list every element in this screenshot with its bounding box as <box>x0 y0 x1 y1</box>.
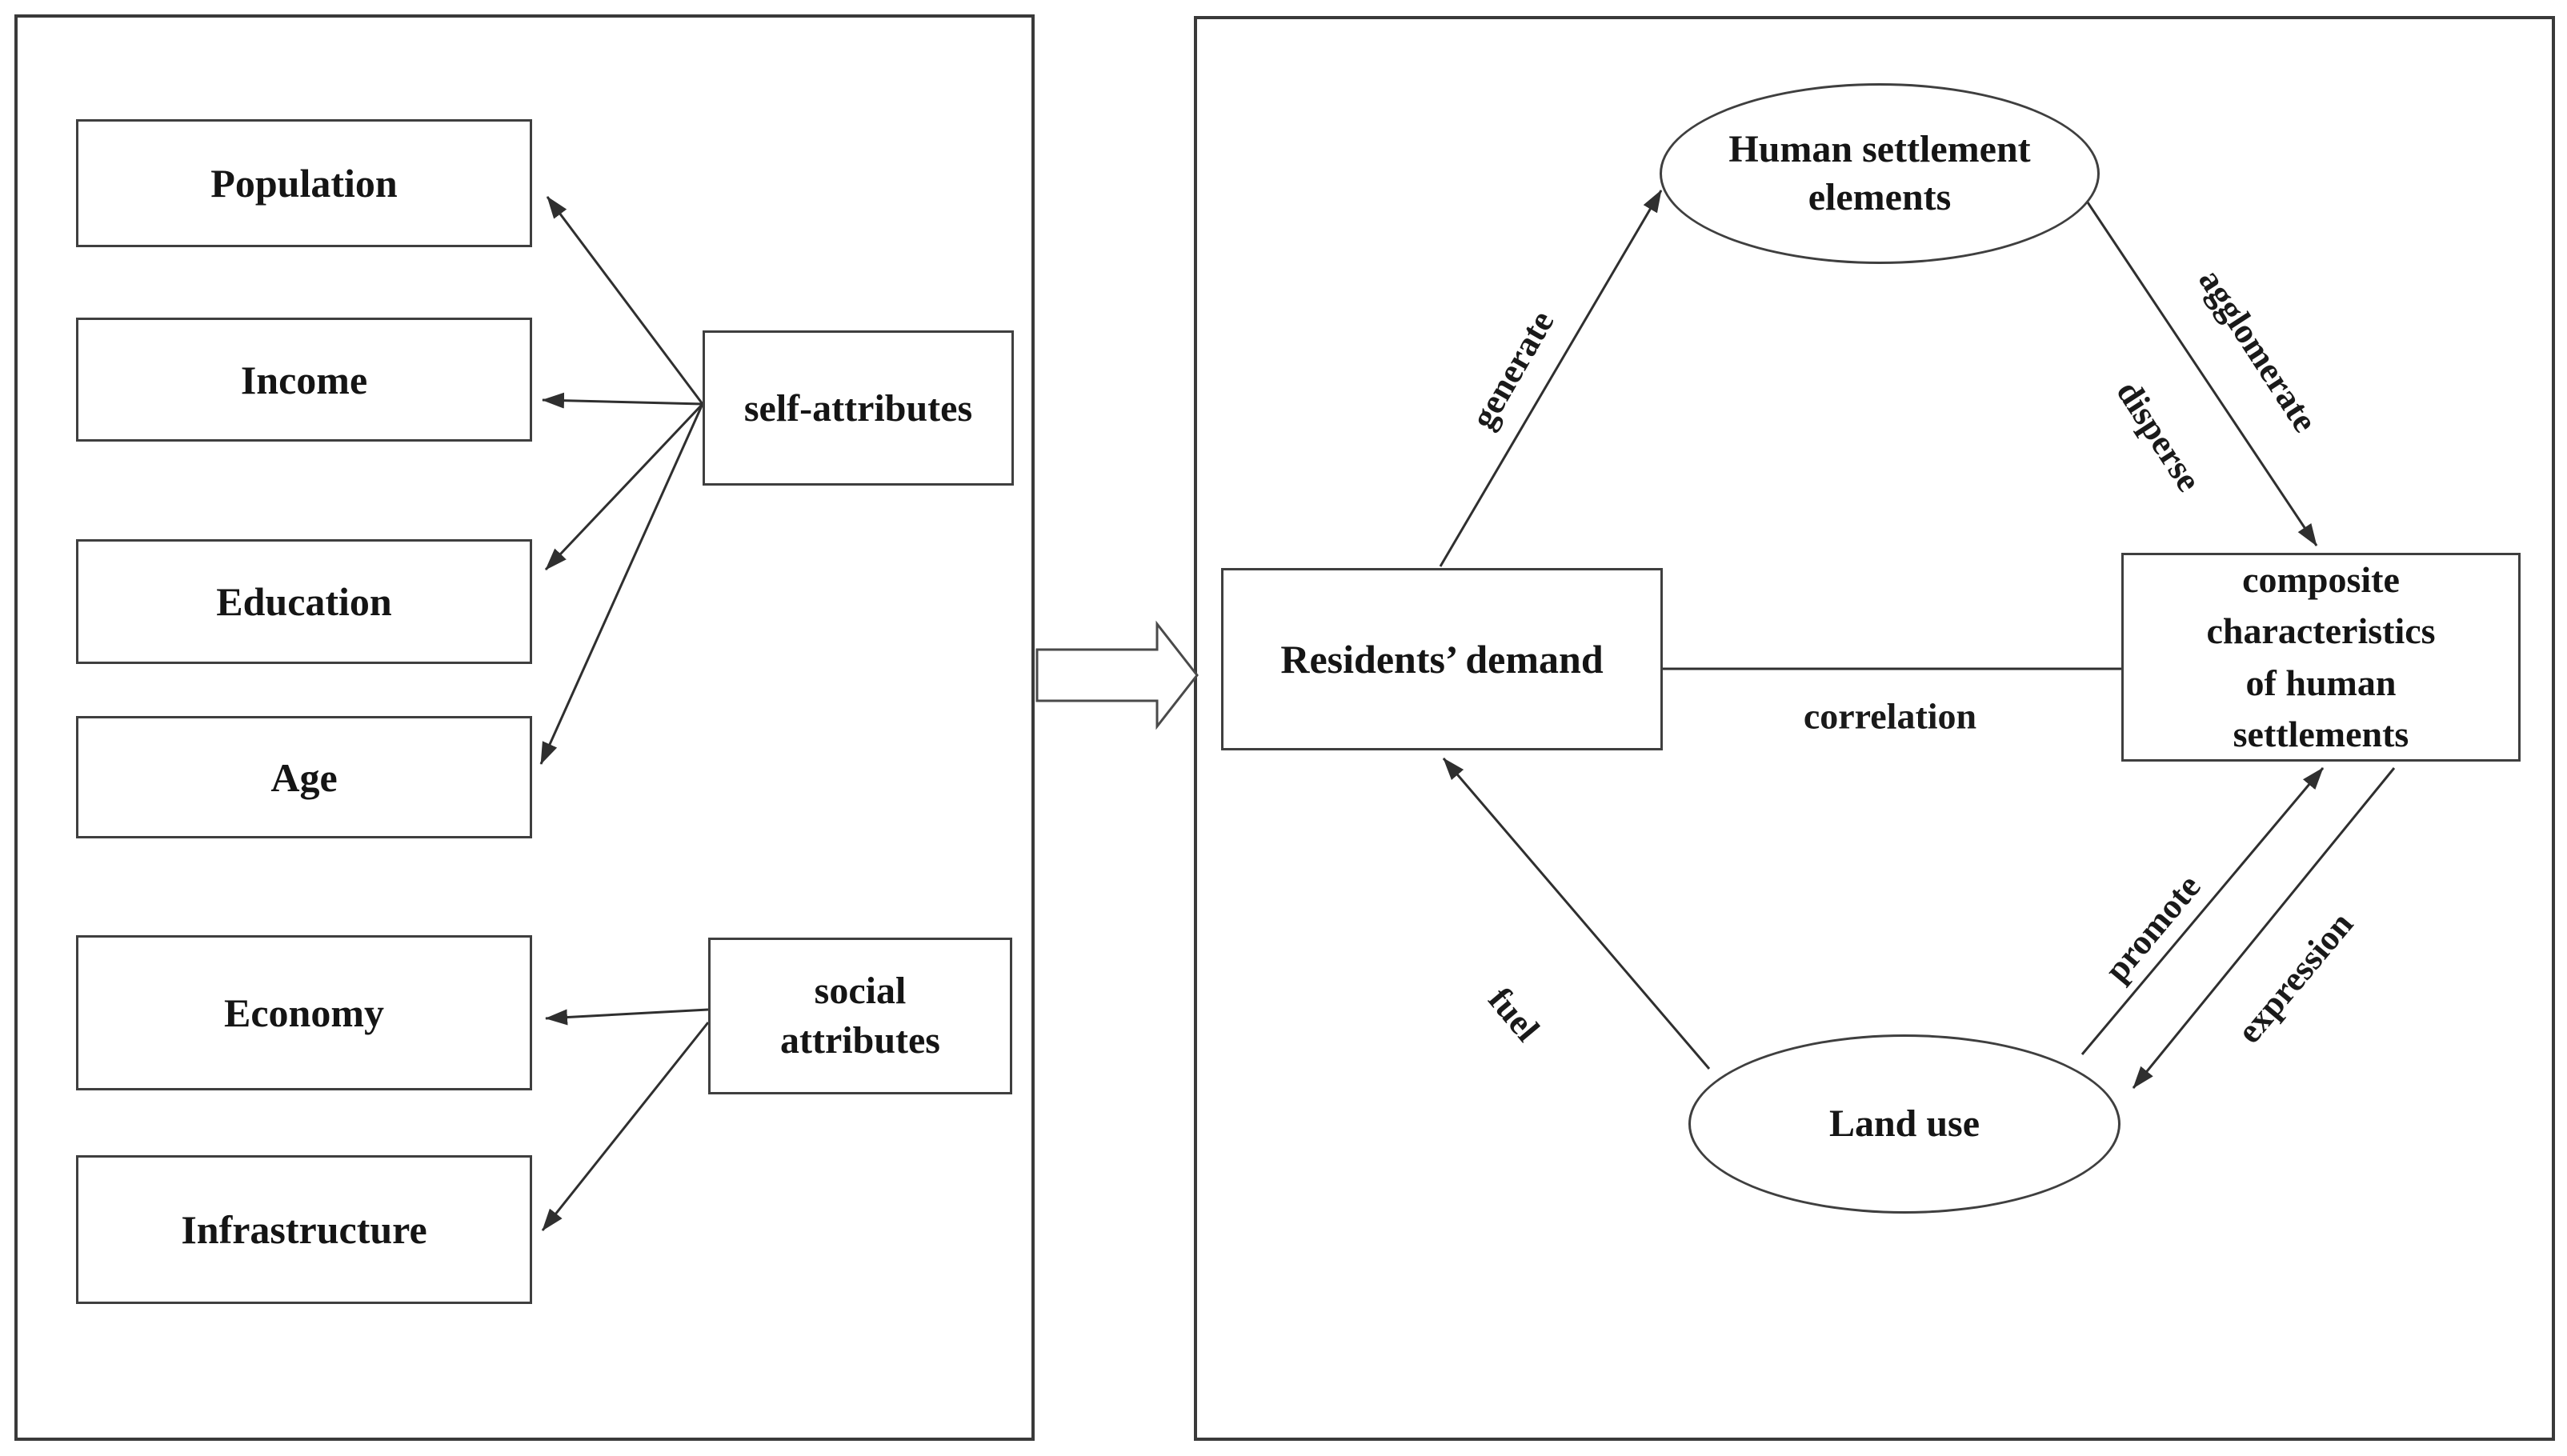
factor-box-infrastructure: Infrastructure <box>76 1155 532 1304</box>
composite-line: composite <box>2242 558 2400 600</box>
social-attributes-line: social <box>814 969 907 1012</box>
self-attributes-label: self-attributes <box>743 386 973 430</box>
social-attributes-line: attributes <box>780 1019 940 1062</box>
edge-label-correlation: correlation <box>1803 695 1977 737</box>
human-settlement-elements-node: Human settlement elements <box>1660 83 2100 264</box>
factor-box-economy: Economy <box>76 935 532 1090</box>
factor-box-population: Population <box>76 119 532 247</box>
factor-label: Education <box>216 579 392 624</box>
residents-demand-label: Residents’ demand <box>1280 637 1604 682</box>
factor-label: Population <box>210 161 398 206</box>
land-use-label: Land use <box>1828 1102 1980 1145</box>
factor-label: Income <box>240 357 368 402</box>
human-settlement-line: elements <box>1808 176 1952 218</box>
human-settlement-line: Human settlement <box>1728 128 2031 170</box>
social-attributes-box: social attributes <box>708 938 1012 1094</box>
factor-label: Age <box>270 754 338 800</box>
land-use-node: Land use <box>1688 1034 2120 1214</box>
composite-characteristics-node: composite characteristics of human settl… <box>2121 553 2521 762</box>
factor-box-education: Education <box>76 539 532 664</box>
factor-box-income: Income <box>76 318 532 442</box>
composite-line: characteristics <box>2206 610 2436 652</box>
residents-demand-node: Residents’ demand <box>1221 568 1663 750</box>
panel-connector-arrow-icon <box>1035 620 1199 730</box>
factor-label: Economy <box>224 990 384 1035</box>
self-attributes-box: self-attributes <box>703 330 1014 486</box>
factor-box-age: Age <box>76 716 532 838</box>
composite-line: of human <box>2245 662 2397 703</box>
composite-line: settlements <box>2233 713 2409 754</box>
factor-label: Infrastructure <box>181 1207 427 1252</box>
